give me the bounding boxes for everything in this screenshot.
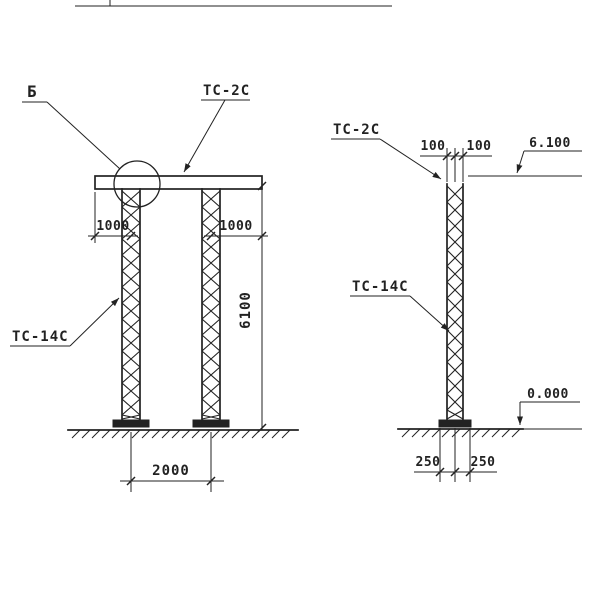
- ground-hatch-side: [401, 428, 521, 438]
- dimension-ticks-2000: [126, 476, 216, 486]
- front-beam-leader-line: [183, 99, 226, 173]
- side-base-plate: [438, 419, 472, 428]
- dimension-ticks-100: [442, 151, 468, 161]
- column-right-chords: [201, 188, 221, 421]
- dim-250-right: 250: [471, 455, 496, 470]
- dim-6100: 6100: [238, 291, 254, 329]
- detail-leader-line: [46, 101, 121, 170]
- extension-lines-2000: [130, 432, 212, 492]
- dimension-ticks-6100: [257, 181, 267, 433]
- elevation-top-arrow: [516, 150, 525, 174]
- base-plate-left: [112, 419, 150, 428]
- side-beam-leader-line: [379, 138, 442, 180]
- side-beam-label: ТС-2С: [333, 122, 380, 138]
- dim-100-left: 100: [421, 139, 446, 154]
- extension-lines-100: [446, 148, 464, 182]
- dim-2000: 2000: [152, 463, 190, 479]
- elevation-bottom-value: 0.000: [527, 387, 569, 402]
- dimension-ticks-250: [435, 467, 475, 477]
- ground-hatch-front: [71, 429, 291, 439]
- front-column-leader-line: [69, 297, 120, 347]
- side-column-chords: [446, 183, 464, 421]
- dim-250-left: 250: [416, 455, 441, 470]
- front-column-label: ТС-14С: [12, 329, 69, 345]
- side-column-leader-line: [409, 295, 450, 332]
- dim-100-right: 100: [467, 139, 492, 154]
- side-view: 100 100 ТС-2С 6.100 ТС-14С 0.000 250 250: [331, 122, 582, 482]
- column-left-chords: [121, 188, 141, 421]
- elevation-top-value: 6.100: [529, 136, 571, 151]
- dimension-ticks-1000: [90, 231, 267, 241]
- detail-mark-label: Б: [27, 82, 38, 101]
- extension-lines-250: [439, 428, 471, 482]
- front-beam-label: ТС-2С: [203, 83, 250, 99]
- column-right-lattice: [201, 190, 221, 420]
- column-left-lattice: [121, 190, 141, 420]
- side-column-lattice: [446, 185, 464, 420]
- dim-1000-right: 1000: [219, 219, 252, 234]
- detail-circle: [113, 160, 161, 208]
- base-plate-right: [192, 419, 230, 428]
- side-column-label: ТС-14С: [352, 279, 409, 295]
- sheet-frame-line: [75, 0, 392, 7]
- crossbeam: [94, 175, 263, 190]
- dim-1000-left: 1000: [96, 219, 129, 234]
- front-view: Б ТС-2С ТС-14С 1000 1000 6100 2000: [10, 82, 299, 492]
